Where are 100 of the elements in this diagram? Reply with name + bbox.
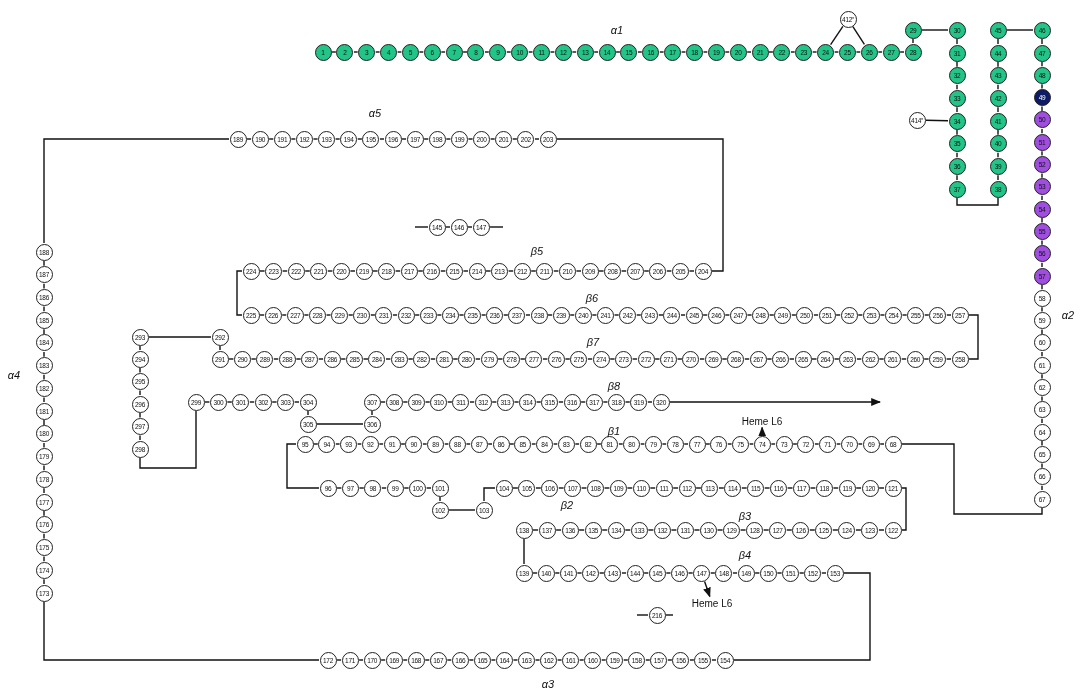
backbone-line (1041, 239, 1043, 246)
backbone-line (417, 270, 424, 272)
backbone-line (603, 487, 611, 489)
backbone-line (273, 358, 279, 360)
backbone-line (792, 443, 798, 445)
backbone-line (997, 129, 999, 136)
backbone-line (259, 270, 266, 272)
backbone-line (855, 487, 862, 489)
backbone-line (304, 270, 311, 272)
backbone-line (946, 314, 952, 316)
backbone-line (452, 358, 459, 360)
backbone-line (509, 443, 515, 445)
backbone-line (786, 529, 793, 531)
backbone-line (558, 487, 565, 489)
backbone-line (139, 434, 141, 441)
backbone-line (727, 443, 733, 445)
backbone-line (1006, 29, 1034, 31)
backbone-line (956, 152, 958, 158)
backbone-line (649, 487, 656, 489)
backbone-line (901, 443, 1043, 515)
backbone-line (591, 314, 598, 316)
backbone-line (483, 487, 496, 502)
backbone-line (535, 487, 542, 489)
backbone-line (378, 443, 384, 445)
backbone-line (445, 138, 452, 140)
structure-label: α2 (1061, 309, 1075, 321)
backbone-line (790, 51, 796, 53)
backbone-line (357, 138, 363, 140)
backbone-line (549, 51, 556, 53)
backbone-line (204, 401, 211, 403)
backbone-line (945, 358, 952, 360)
backbone-line (857, 314, 864, 316)
backbone-line (833, 51, 840, 53)
backbone-line (555, 529, 562, 531)
backbone-line (683, 443, 689, 445)
backbone-line (666, 270, 673, 272)
backbone-line (688, 270, 695, 272)
backbone-line (665, 572, 672, 574)
backbone-line (710, 572, 716, 574)
backbone-line (856, 358, 862, 360)
backbone-line (414, 226, 429, 228)
backbone-line (661, 443, 667, 445)
backbone-line (43, 533, 45, 540)
backbone-line (331, 51, 337, 53)
backbone-line (901, 358, 907, 360)
backbone-line (250, 358, 257, 360)
backbone-line (375, 51, 381, 53)
backbone-line (281, 314, 287, 316)
backbone-line (436, 314, 443, 316)
backbone-line (440, 51, 446, 53)
backbone-line (512, 487, 519, 489)
backbone-line (43, 601, 320, 661)
backbone-line (689, 659, 695, 661)
backbone-line (1041, 440, 1043, 447)
backbone-line (733, 572, 871, 661)
backbone-line (857, 443, 863, 445)
backbone-line (620, 270, 627, 272)
backbone-line (534, 659, 541, 661)
backbone-line (702, 51, 708, 53)
backbone-line (303, 314, 310, 316)
backbone-line (556, 138, 724, 272)
backbone-line (489, 138, 496, 140)
backbone-line (699, 358, 705, 360)
backbone-line (358, 659, 364, 661)
backbone-line (286, 443, 320, 489)
backbone-line (43, 374, 45, 381)
backbone-line (424, 659, 430, 661)
backbone-line (997, 174, 999, 181)
backbone-line (295, 358, 302, 360)
backbone-line (658, 314, 664, 316)
backbone-line (480, 314, 487, 316)
backbone-line (770, 443, 776, 445)
backbone-line (380, 401, 386, 403)
backbone-line (490, 659, 497, 661)
backbone-line (1041, 418, 1043, 424)
backbone-line (489, 226, 504, 228)
backbone-line (336, 487, 343, 489)
backbone-line (647, 401, 653, 403)
backbone-line (290, 138, 297, 140)
backbone-line (680, 314, 686, 316)
backbone-line (1041, 38, 1043, 45)
backbone-line (702, 314, 708, 316)
backbone-line (353, 51, 359, 53)
backbone-line (531, 443, 537, 445)
backbone-line (43, 555, 45, 562)
backbone-line (484, 51, 490, 53)
backbone-line (879, 443, 885, 445)
backbone-line (768, 314, 775, 316)
backbone-line (43, 260, 45, 267)
backbone-line (1041, 83, 1043, 90)
backbone-line (445, 226, 451, 228)
backbone-line (732, 572, 738, 574)
structure-label: β5 (530, 245, 544, 257)
backbone-line (901, 314, 908, 316)
backbone-line (507, 270, 514, 272)
backbone-line (469, 401, 475, 403)
backbone-line (43, 328, 45, 335)
backbone-line (924, 314, 930, 316)
backbone-line (956, 61, 958, 68)
backbone-line (623, 659, 629, 661)
